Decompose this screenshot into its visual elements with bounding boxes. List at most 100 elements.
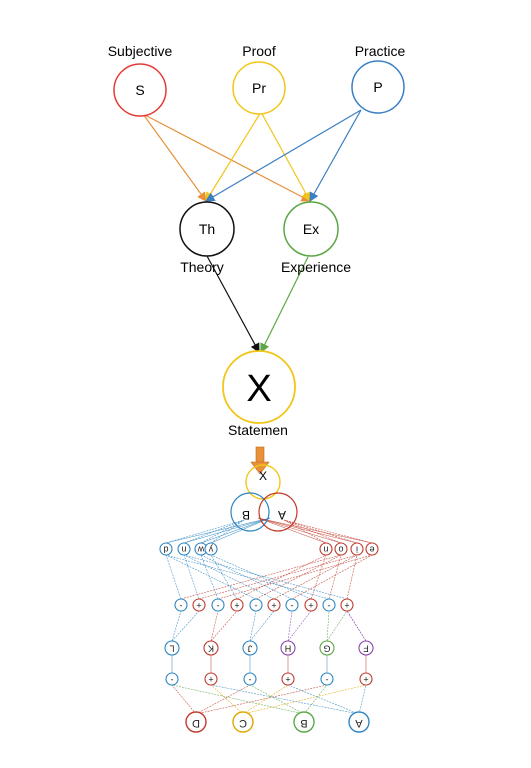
network-edge bbox=[283, 519, 373, 544]
mid-sign-node-label: + bbox=[285, 675, 290, 685]
mid-letter-node-circle bbox=[164, 640, 180, 656]
network-edge bbox=[283, 519, 327, 544]
proof-letter: Pr bbox=[252, 80, 266, 96]
mid-letter-node-label: F bbox=[363, 644, 369, 654]
node-statement: X Statemen bbox=[222, 350, 296, 438]
row-left-node-circle bbox=[177, 542, 191, 556]
network-edge bbox=[236, 554, 327, 600]
experience-letter: Ex bbox=[303, 221, 319, 237]
bottom-node-label: D bbox=[192, 717, 200, 729]
venn-x-label: X bbox=[259, 469, 267, 483]
network-edge bbox=[200, 554, 219, 600]
mid-letter-node-circle bbox=[319, 640, 335, 656]
sign-node-label: + bbox=[234, 601, 239, 611]
network-edge bbox=[200, 554, 293, 600]
network-edge bbox=[210, 610, 238, 642]
network-edge bbox=[165, 554, 257, 600]
sign-node-label: - bbox=[217, 601, 220, 611]
sign-node-label: - bbox=[180, 601, 183, 611]
network-edge bbox=[195, 684, 251, 715]
network-edge bbox=[210, 554, 238, 600]
network-edge bbox=[217, 554, 373, 600]
mid-letter-node-circle bbox=[203, 640, 219, 656]
sign-node-circle bbox=[249, 598, 263, 612]
row-right-node-circle bbox=[334, 542, 348, 556]
subjective-caption: Subjective bbox=[108, 43, 173, 59]
edge-proof-experience bbox=[260, 111, 311, 203]
row-left-node-circle bbox=[159, 542, 173, 556]
network-edge bbox=[257, 517, 342, 544]
venn-x-circle bbox=[245, 464, 281, 500]
edges bbox=[142, 109, 362, 354]
network-edge bbox=[291, 554, 373, 600]
mid-sign-node-circle bbox=[359, 672, 373, 686]
venn-b-label: B bbox=[242, 508, 250, 522]
experience-circle bbox=[283, 201, 339, 257]
network-edge bbox=[183, 554, 275, 600]
bottom-node-circle bbox=[293, 711, 315, 733]
row-left-node-circle bbox=[204, 542, 218, 556]
network-edge bbox=[183, 519, 245, 544]
row-left-node-label: w bbox=[197, 545, 205, 555]
network-edge bbox=[273, 554, 358, 600]
network-edge bbox=[287, 684, 360, 715]
edge-subjective-experience bbox=[142, 113, 312, 202]
row-right-node-label: i bbox=[356, 545, 358, 555]
bottom-node-circle bbox=[232, 711, 254, 733]
network-edge bbox=[210, 684, 244, 715]
experience-caption: Experience bbox=[281, 259, 351, 275]
mid-letter-node-label: H bbox=[285, 644, 292, 654]
network-edge bbox=[249, 610, 275, 642]
subjective-circle bbox=[113, 63, 167, 117]
practice-circle bbox=[351, 60, 405, 114]
sign-node-circle bbox=[322, 598, 336, 612]
sign-node-label: - bbox=[255, 601, 258, 611]
statement-letter: X bbox=[246, 368, 271, 410]
mid-letter-node-label: G bbox=[323, 644, 330, 654]
mid-letter-node-label: J bbox=[248, 644, 253, 654]
theory-circle bbox=[179, 201, 235, 257]
network-edge bbox=[210, 519, 245, 544]
theory-letter: Th bbox=[199, 221, 215, 237]
network-edge bbox=[346, 554, 358, 600]
network-edge bbox=[165, 554, 182, 600]
network-edge bbox=[171, 610, 200, 642]
network-edge bbox=[326, 610, 348, 642]
practice-caption: Practice bbox=[355, 43, 406, 59]
mid-letter-node-label: L bbox=[169, 644, 174, 654]
theory-caption: Theory bbox=[180, 259, 224, 275]
row-right-node-circle bbox=[319, 542, 333, 556]
mid-sign-node-circle bbox=[243, 672, 257, 686]
network-edge bbox=[303, 684, 328, 715]
network-edge bbox=[183, 554, 348, 600]
node-proof: Proof Pr bbox=[232, 43, 286, 115]
network-edge bbox=[200, 517, 271, 544]
mid-letter-node-circle bbox=[242, 640, 258, 656]
network-edge bbox=[210, 554, 312, 600]
statement-caption: Statemen bbox=[228, 422, 288, 438]
network-edge bbox=[210, 517, 271, 544]
mid-sign-node-label: + bbox=[363, 675, 368, 685]
row-right-node-label: o bbox=[338, 545, 343, 555]
sign-node-circle bbox=[304, 598, 318, 612]
network-edge bbox=[210, 610, 219, 642]
network-edge bbox=[171, 684, 305, 715]
mid-letter-node-circle bbox=[358, 640, 374, 656]
network-edge bbox=[255, 554, 342, 600]
row-right-node-circle bbox=[365, 542, 379, 556]
network-edge bbox=[358, 684, 367, 715]
network-edge bbox=[171, 610, 182, 642]
network-edge bbox=[198, 554, 358, 600]
network-edge bbox=[195, 684, 328, 715]
network-edge bbox=[346, 610, 367, 642]
edge-practice-experience bbox=[309, 109, 362, 203]
network-edge bbox=[210, 684, 360, 715]
proof-circle bbox=[232, 61, 286, 115]
edge-experience-statement bbox=[260, 256, 309, 354]
network-edge bbox=[242, 684, 289, 715]
sign-node-label: - bbox=[291, 601, 294, 611]
mid-sign-node-label: - bbox=[171, 675, 174, 685]
edge-theory-statement bbox=[206, 255, 260, 354]
venn-b-circle bbox=[230, 492, 270, 532]
sign-node-circle bbox=[267, 598, 281, 612]
